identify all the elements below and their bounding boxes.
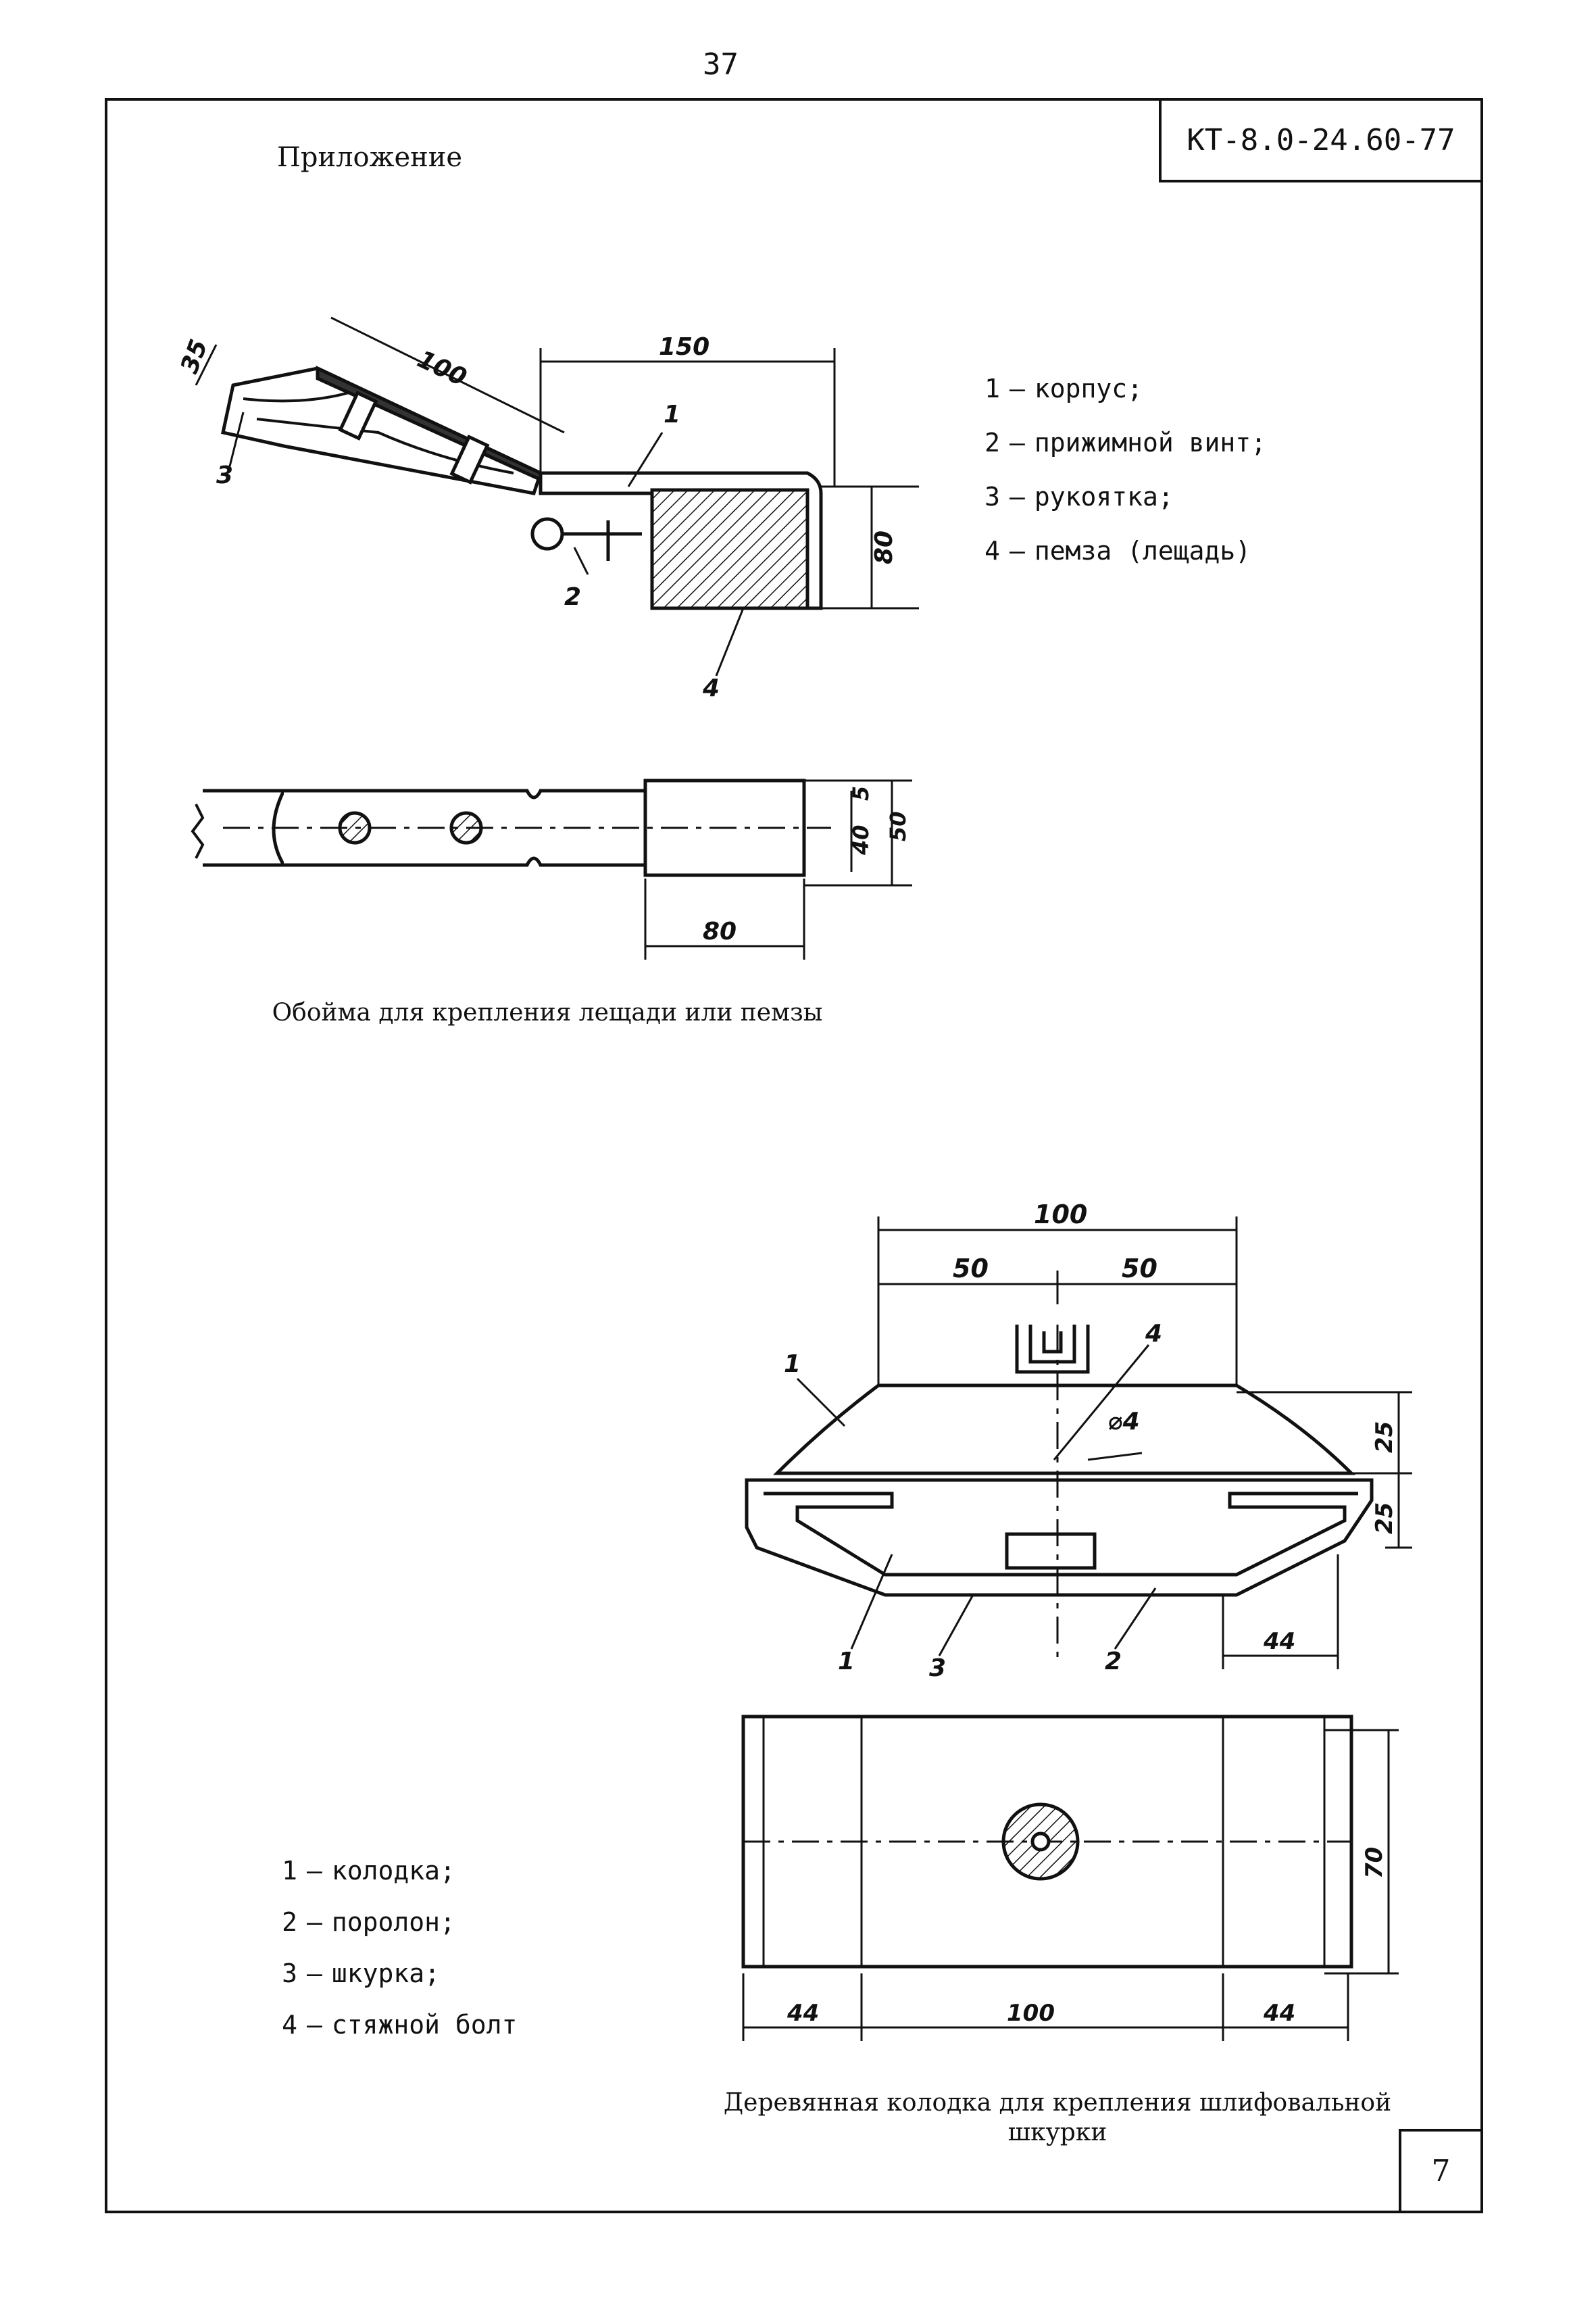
legend-item: 1–колодка; (282, 1856, 455, 1886)
legend-item: 4–стяжной болт (282, 2010, 518, 2040)
legend-item: 3–шкурка; (282, 1959, 441, 1988)
dim-half-left: 50 (953, 1254, 989, 1283)
figure2-caption-line1: Деревянная колодка для крепления шлифова… (723, 2089, 1392, 2117)
legend-item: 4–пемза (лещадь) (984, 536, 1251, 566)
dim-body-length: 150 (659, 333, 709, 361)
dim-plan-middle: 100 (1007, 2000, 1055, 2027)
dim-plan-height: 70 (1361, 1847, 1388, 1879)
dim-height: 80 (870, 531, 898, 564)
callout-3: 3 (216, 462, 233, 489)
figure2-caption: Деревянная колодка для крепления шлифова… (676, 2088, 1439, 2148)
legend-item: 2–прижимной винт; (984, 428, 1267, 458)
dim-total-width: 100 (1034, 1200, 1087, 1229)
dim-plan-offset: 5 (848, 786, 874, 801)
document-code: КТ-8.0-24.60-77 (1159, 98, 1483, 182)
callout-2: 2 (1105, 1648, 1122, 1675)
dim-plan-left: 44 (787, 2000, 819, 2027)
dim-plan-width: 50 (885, 811, 911, 841)
callout-1-upper: 1 (784, 1350, 801, 1378)
legend-item: 2–поролон; (282, 1907, 455, 1937)
appendix-label: Приложение (277, 142, 463, 173)
dim-plan-inner: 40 (848, 824, 874, 856)
dim-half-right: 50 (1122, 1254, 1157, 1283)
callout-4: 4 (1145, 1320, 1162, 1348)
figure1-legend: 1–корпус; 2–прижимной винт; 3–рукоятка; … (973, 362, 1266, 578)
drawing-frame (105, 98, 1483, 2213)
callout-3: 3 (929, 1654, 946, 1682)
dim-plan-length: 80 (703, 918, 737, 945)
sheet-number: 7 (1399, 2129, 1483, 2213)
callout-1: 1 (664, 401, 680, 428)
legend-item: 3–рукоятка; (984, 482, 1174, 512)
dim-bottom-height: 25 (1371, 1502, 1398, 1534)
figure2-caption-line2: шкурки (1007, 2119, 1107, 2146)
figure1-caption: Обойма для крепления лещади или пемзы (272, 999, 823, 1027)
callout-1-lower: 1 (838, 1648, 855, 1675)
dim-bolt-diameter: ⌀4 (1108, 1408, 1140, 1435)
callout-2: 2 (564, 583, 581, 611)
pumice-block (650, 488, 809, 610)
page-number: 37 (703, 47, 739, 82)
dim-top-height: 25 (1371, 1421, 1398, 1453)
legend-item: 1–корпус; (984, 374, 1143, 403)
figure2-legend: 1–колодка; 2–поролон; 3–шкурка; 4–стяжно… (270, 1845, 517, 2050)
callout-4: 4 (702, 674, 720, 702)
dim-plan-right: 44 (1263, 2000, 1295, 2027)
dim-chamfer: 44 (1263, 1628, 1295, 1655)
